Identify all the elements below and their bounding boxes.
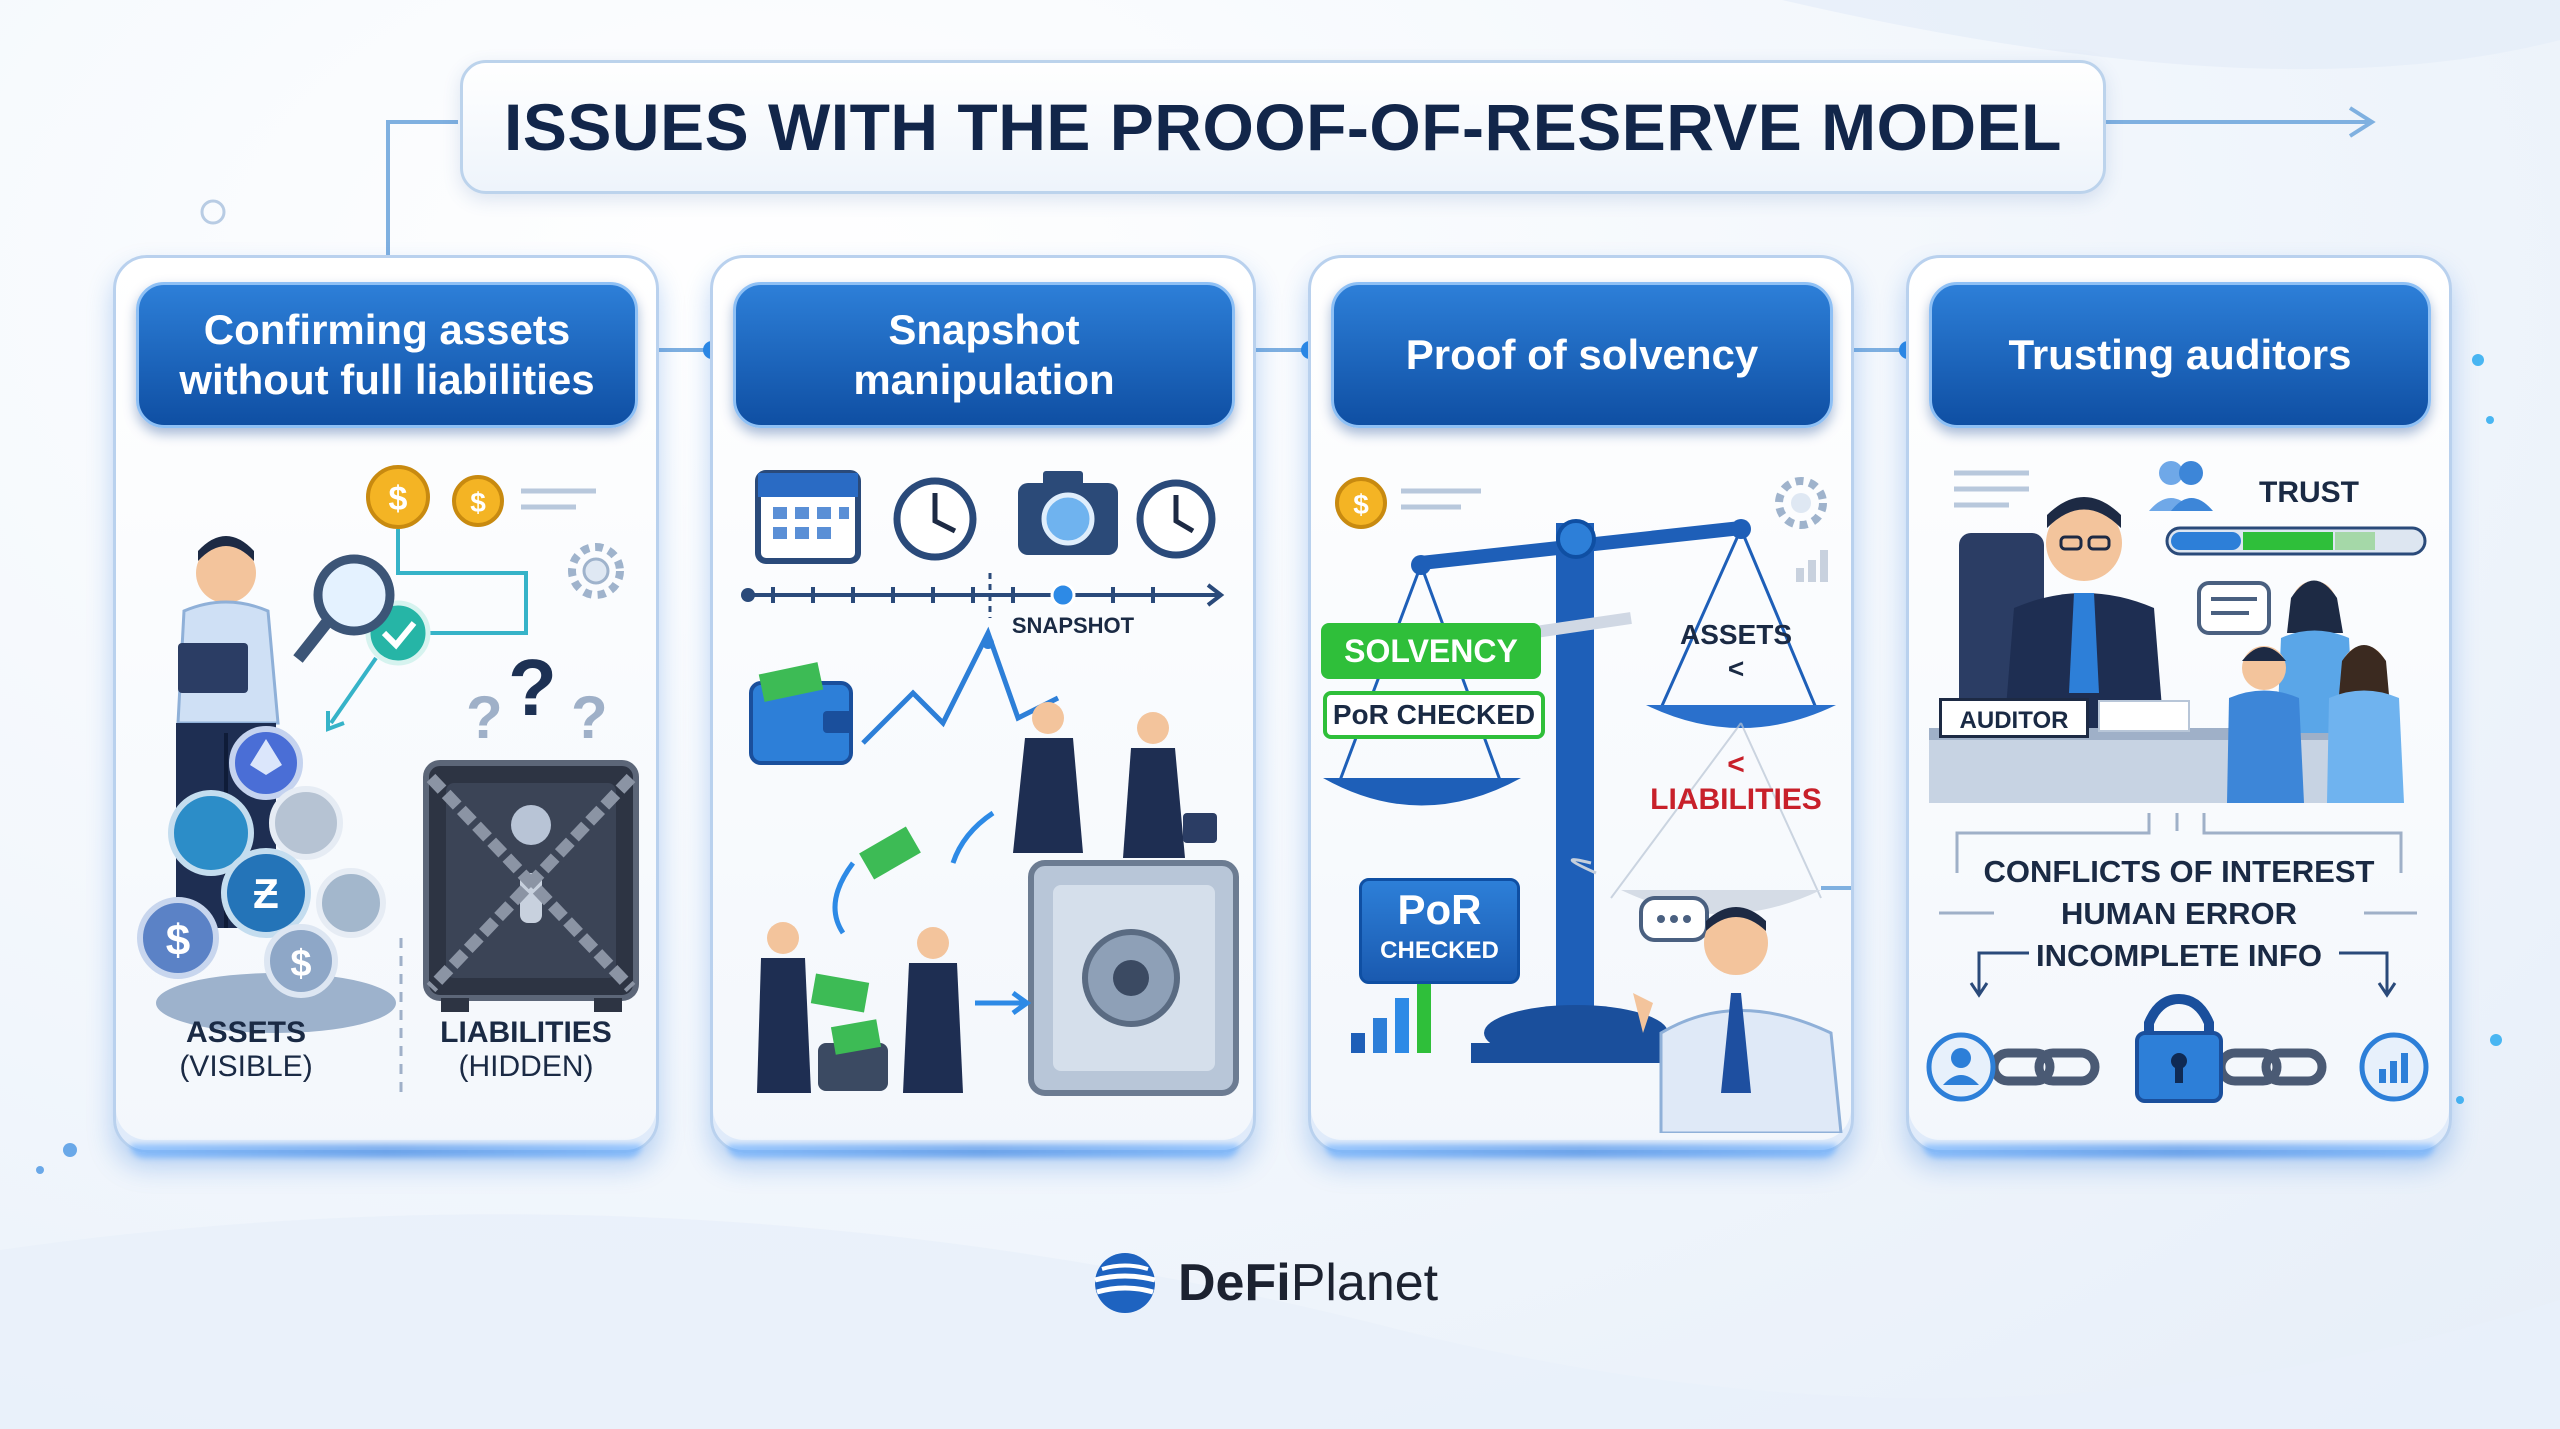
people-group (2227, 580, 2404, 803)
bar-chart-icon (1351, 550, 1828, 1053)
svg-text:?: ? (571, 684, 608, 751)
snapshot-illustration (741, 470, 1239, 1096)
heading-line-2: without full liabilities (179, 356, 595, 403)
safe-icon (1028, 860, 1239, 1096)
auditor-illustration (1926, 461, 2429, 1103)
svg-text:$: $ (470, 487, 486, 518)
speech-bubble-icon (2197, 581, 2271, 635)
heading-text: Trusting auditors (2008, 331, 2352, 379)
svg-text:?: ? (508, 643, 557, 732)
defi-planet-logo: DeFiPlanet (1090, 1250, 1438, 1316)
auditor-nameplate: AUDITOR (1939, 698, 2089, 738)
panel-heading: Proof of solvency (1331, 282, 1833, 428)
assets-label: ASSETS (VISIBLE) (179, 1016, 313, 1083)
solvency-badge: SOLVENCY (1321, 623, 1541, 679)
trust-meter (2165, 526, 2427, 556)
speech-bubble-icon (1639, 896, 1709, 942)
panel-heading: Snapshot manipulation (733, 282, 1235, 428)
liabilities-label: LIABILITIES (HIDDEN) (440, 1016, 612, 1083)
wallet-icon (749, 662, 888, 1091)
issue-incomplete-info: INCOMPLETE INFO (2036, 938, 2322, 973)
safe-icon (423, 760, 639, 1012)
svg-text:Ƶ: Ƶ (253, 870, 279, 917)
liabilities-scale-label: < LIABILITIES (1650, 748, 1822, 816)
panel-confirming-assets: Confirming assets without full liabiliti… (113, 255, 659, 1153)
svg-text:$: $ (290, 943, 311, 985)
presenter-figure (1633, 907, 1843, 1133)
logo-brand-bold: DeFi (1178, 1254, 1291, 1312)
chain-icon (1989, 1048, 2327, 1086)
coin-icon: $ $ (366, 465, 504, 529)
panel-heading: Trusting auditors (1929, 282, 2431, 428)
user-avatar-icon (1926, 1032, 1996, 1102)
panel-proof-of-solvency: Proof of solvency $ (1308, 255, 1854, 1153)
issue-human-error: HUMAN ERROR (2061, 896, 2297, 931)
defi-planet-logo-icon (1094, 1253, 1156, 1313)
clock-icon (893, 477, 1216, 561)
crypto-coins-pile: Ƶ $ $ (137, 726, 396, 1033)
trust-label: TRUST (2259, 476, 2359, 509)
panel-heading: Confirming assets without full liabiliti… (136, 282, 638, 428)
assets-scale-label: ASSETS < (1679, 619, 1793, 684)
heading-text: Proof of solvency (1405, 331, 1759, 379)
snapshot-label: SNAPSHOT (1011, 613, 1135, 638)
coin-icon: $ (1335, 477, 1387, 529)
calendar-icon (755, 470, 861, 564)
panel-trusting-auditors: Trusting auditors (1906, 255, 2452, 1153)
gear-icon (568, 543, 624, 599)
issue-conflicts-of-interest: CONFLICTS OF INTEREST (1983, 854, 2375, 889)
svg-text:$: $ (389, 480, 408, 518)
camera-icon (1018, 471, 1118, 555)
title-banner: ISSUES WITH THE PROOF-OF-RESERVE MODEL (460, 60, 2106, 194)
heading-line-2: manipulation (853, 356, 1115, 403)
bar-chart-icon (2359, 1032, 2429, 1102)
timeline (748, 583, 1225, 607)
gear-icon (1775, 477, 1827, 529)
por-checked-badge: PoR CHECKED (1323, 691, 1545, 739)
page-title: ISSUES WITH THE PROOF-OF-RESERVE MODEL (504, 90, 2062, 164)
svg-text:$: $ (166, 916, 190, 965)
users-icon (2149, 461, 2213, 511)
men-in-suits-figures (757, 702, 1217, 1093)
svg-text:?: ? (466, 684, 503, 751)
heading-line-1: Snapshot (888, 306, 1080, 354)
panel-snapshot-manipulation: Snapshot manipulation (710, 255, 1256, 1153)
por-checked-box: PoR CHECKED (1359, 878, 1520, 984)
lock-icon (2135, 993, 2223, 1103)
assets-liabilities-illustration: $ $ (137, 465, 639, 1098)
logo-brand-light: Planet (1290, 1254, 1439, 1312)
question-icon: ? ? ? (466, 643, 608, 751)
svg-text:$: $ (1353, 489, 1369, 520)
heading-line-1: Confirming assets (203, 306, 571, 354)
